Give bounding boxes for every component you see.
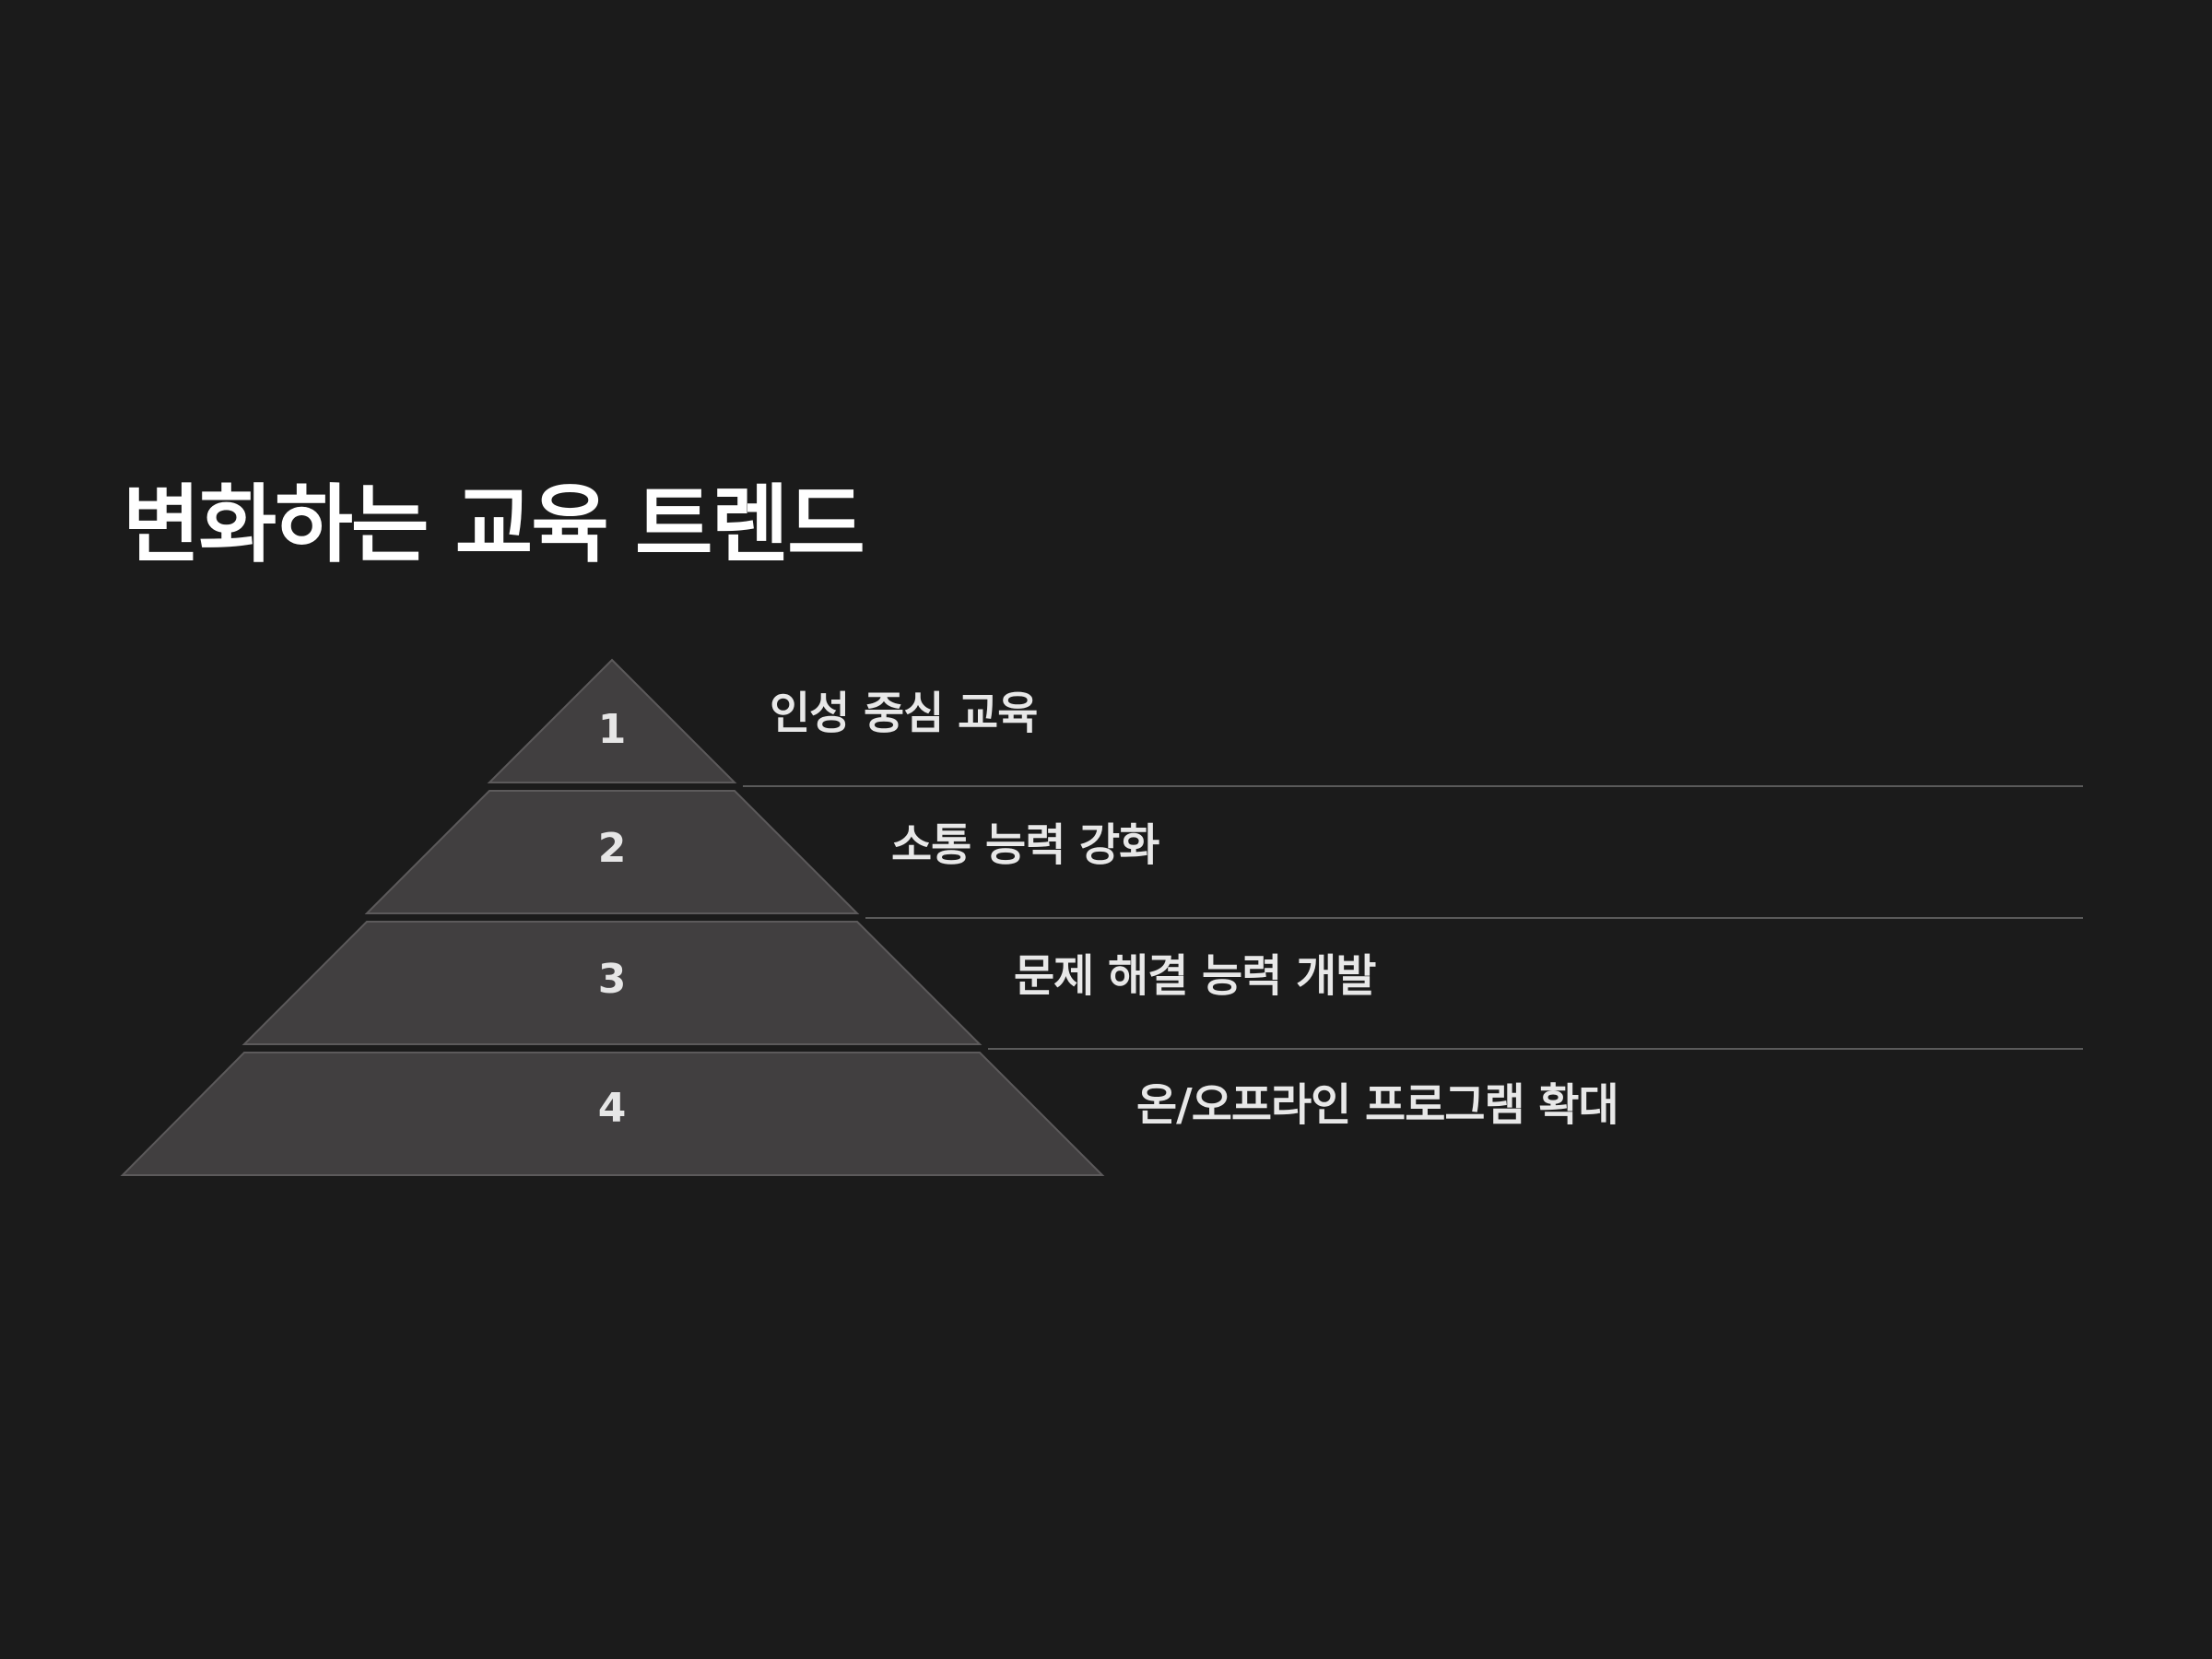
tier-number-2: 2 — [598, 825, 627, 872]
page-title: 변화하는 교육 트렌드 — [123, 476, 865, 574]
tier-label-2: 소통 능력 강화 — [891, 819, 1159, 871]
pyramid-tier-1 — [487, 658, 737, 783]
tier-label-3: 문제 해결 능력 개발 — [1014, 950, 1376, 1002]
pyramid-tier-2 — [364, 790, 860, 914]
tier-number-1: 1 — [598, 706, 627, 753]
pyramid-tier-4 — [120, 1052, 1105, 1176]
tier-number-3: 3 — [598, 956, 627, 1003]
tier-number-4: 4 — [598, 1085, 627, 1132]
tier-label-4: 온/오프라인 프로그램 확대 — [1136, 1079, 1619, 1131]
tier-label-1: 인성 중심 교육 — [770, 688, 1038, 739]
pyramid-tier-3 — [241, 921, 982, 1045]
